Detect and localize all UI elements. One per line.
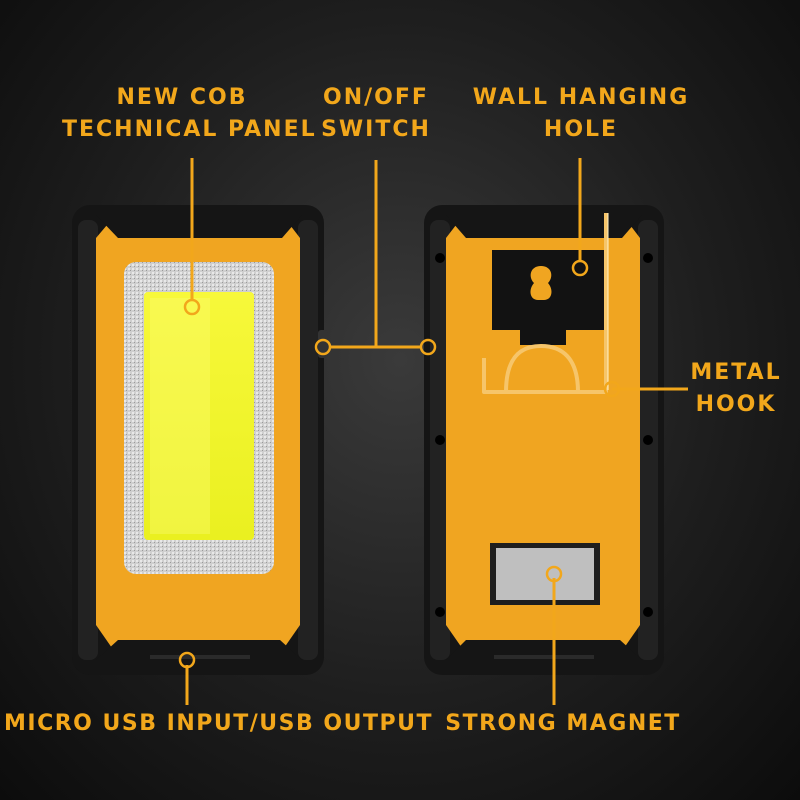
back-device: [424, 205, 664, 675]
screw-dot: [643, 607, 653, 617]
front-device-top-cap: [96, 205, 302, 238]
cob-light-panel: [144, 292, 254, 540]
label-usb: MICRO USB INPUT/USB OUTPUT: [4, 708, 433, 740]
callout-marker-switch-left: [314, 338, 332, 356]
label-wall-hole-line1: WALL HANGING: [472, 85, 690, 110]
side-switch: [318, 330, 328, 358]
label-switch-line2: SWITCH: [321, 117, 431, 142]
label-switch-line1: ON/OFF: [323, 85, 429, 110]
label-magnet-text: STRONG MAGNET: [445, 711, 681, 736]
label-metal-hook: METAL HOOK: [680, 357, 792, 421]
back-device-top-cap: [446, 205, 642, 238]
label-magnet: STRONG MAGNET: [440, 708, 686, 740]
label-switch: ON/OFF SWITCH: [306, 82, 446, 146]
label-metal-hook-line1: METAL: [690, 360, 782, 385]
label-usb-text: MICRO USB INPUT/USB OUTPUT: [4, 711, 433, 736]
label-cob-panel-line2: TECHNICAL PANEL: [62, 117, 317, 142]
callout-marker-switch-right: [419, 338, 437, 356]
screw-dot: [435, 607, 445, 617]
front-device: [72, 205, 328, 675]
label-cob-panel-line1: NEW COB: [116, 85, 248, 110]
callout-marker-cob: [183, 298, 201, 316]
front-device-right-ridge: [298, 220, 318, 660]
label-metal-hook-line2: HOOK: [695, 392, 777, 417]
label-cob-panel: NEW COB TECHNICAL PANEL: [62, 82, 317, 146]
label-wall-hole-line2: HOLE: [543, 117, 619, 142]
strong-magnet-face: [496, 548, 594, 600]
cob-light-glare: [150, 298, 210, 534]
screw-dot: [435, 435, 445, 445]
front-device-vent: [150, 655, 250, 659]
callouts: [185, 158, 688, 705]
screw-dot: [643, 253, 653, 263]
label-wall-hole: WALL HANGING HOLE: [470, 82, 692, 146]
callout-markers: [178, 259, 621, 669]
wall-hanging-keyhole: [530, 266, 552, 300]
callout-marker-usb: [178, 651, 196, 669]
front-device-left-ridge: [78, 220, 98, 660]
callout-marker-metal-hook: [603, 380, 621, 398]
back-device-vent: [494, 655, 594, 659]
screw-dot: [643, 435, 653, 445]
callout-marker-magnet: [545, 565, 563, 583]
callout-line-switch: [330, 160, 422, 349]
callout-marker-wall-hole: [571, 259, 589, 277]
metal-hook: [482, 213, 608, 394]
screw-dot: [435, 253, 445, 263]
